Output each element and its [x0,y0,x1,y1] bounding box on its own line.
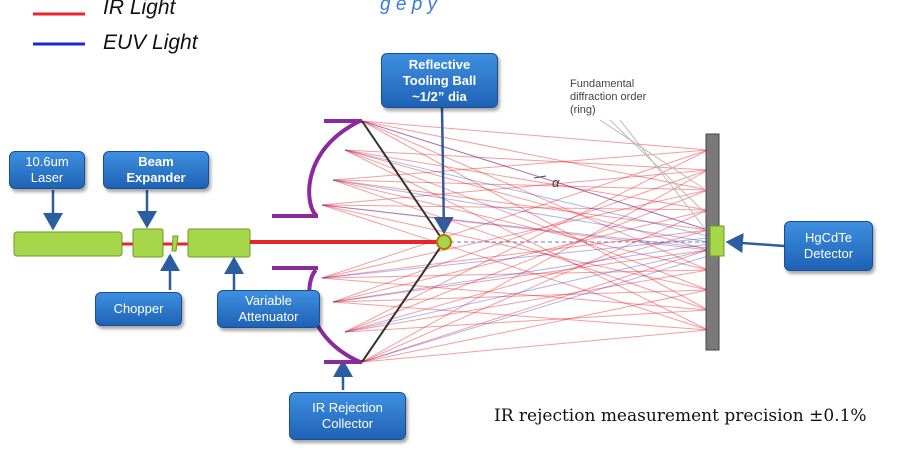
note-pointer-3 [619,119,707,231]
ir-ray [332,249,709,303]
ir-ray [332,179,709,311]
ir-ray [321,204,709,251]
ray-fan [321,120,709,363]
ir-ray [321,269,709,279]
beam-expander-label-box: Beam Expander [103,151,209,189]
ir-ray [344,229,709,333]
diffraction-note: Fundamental diffraction order (ring) [570,78,647,116]
chopper-label-box: Chopper [95,292,182,326]
ir-legend-label: IR Light [103,0,176,19]
euv-ray [344,249,709,333]
ir-ray [321,169,709,206]
ir-ray [321,204,709,331]
ir-ray [344,269,709,333]
ir-ray [361,120,709,151]
ir-ray [321,277,709,311]
chopper-blade [171,235,179,252]
tooling-ball-label-box: Reflective Tooling Ball ~1/2” dia [381,53,498,108]
attenuator-label-box: Variable Attenuator [217,290,320,328]
caption-fragment: g e p y [380,0,438,15]
attenuator-body [187,228,251,258]
ir-ray [332,209,709,303]
ir-ray [344,149,709,211]
detector-element [709,225,725,257]
ir-ray [332,179,709,191]
ir-ray [344,149,709,331]
ir-ray [344,149,709,333]
ir-ray [321,229,709,279]
ir-ray [321,189,709,279]
euv-ray [361,255,709,363]
precision-note: IR rejection measurement precision ±0.1% [494,406,867,426]
ir-ray [361,120,709,231]
ir-ray [332,301,709,331]
ir-ray [344,149,709,291]
note-pointer-1 [599,119,707,191]
ir-ray [361,209,709,363]
alpha-label: α [552,175,560,190]
ir-ray [321,149,709,279]
beam-expander-body [132,228,164,258]
collector-label-box: IR Rejection Collector [289,392,406,440]
ir-ray [344,149,709,171]
ir-ray [361,120,709,311]
ir-ray [332,169,709,303]
tooling-ball [436,234,452,250]
collector-upper-mirror [307,119,361,217]
ir-ray [332,289,709,303]
ir-ray [321,204,709,291]
laser-label-box: 10.6um Laser [9,151,85,189]
euv-ray [332,179,709,243]
edge-ray-lower [361,241,445,363]
euv-ray [332,243,709,303]
detector-label-box: HgCdTe Detector [784,221,873,271]
ir-ray [361,120,709,191]
ir-ray [361,329,709,363]
ir-ray [332,179,709,271]
ir-ray [344,189,709,333]
euv-legend-label: EUV Light [103,31,198,54]
ir-ray [361,249,709,363]
ir-ray [332,179,709,231]
ir-ray [344,309,709,333]
ir-ray [344,149,709,251]
euv-ray [321,237,709,279]
ir-ray [361,169,709,363]
laser-body [13,231,123,257]
ir-ray [321,204,709,211]
edge-ray-upper [361,120,445,243]
alpha-mark [533,175,547,179]
note-pointer-2 [609,119,707,215]
detector-arrow [725,233,785,254]
euv-ray [361,120,709,231]
ir-ray [361,289,709,363]
euv-ray [344,149,709,237]
tooling-ball-arrow [433,107,454,235]
euv-ray [321,204,709,249]
ir-ray [361,120,709,271]
